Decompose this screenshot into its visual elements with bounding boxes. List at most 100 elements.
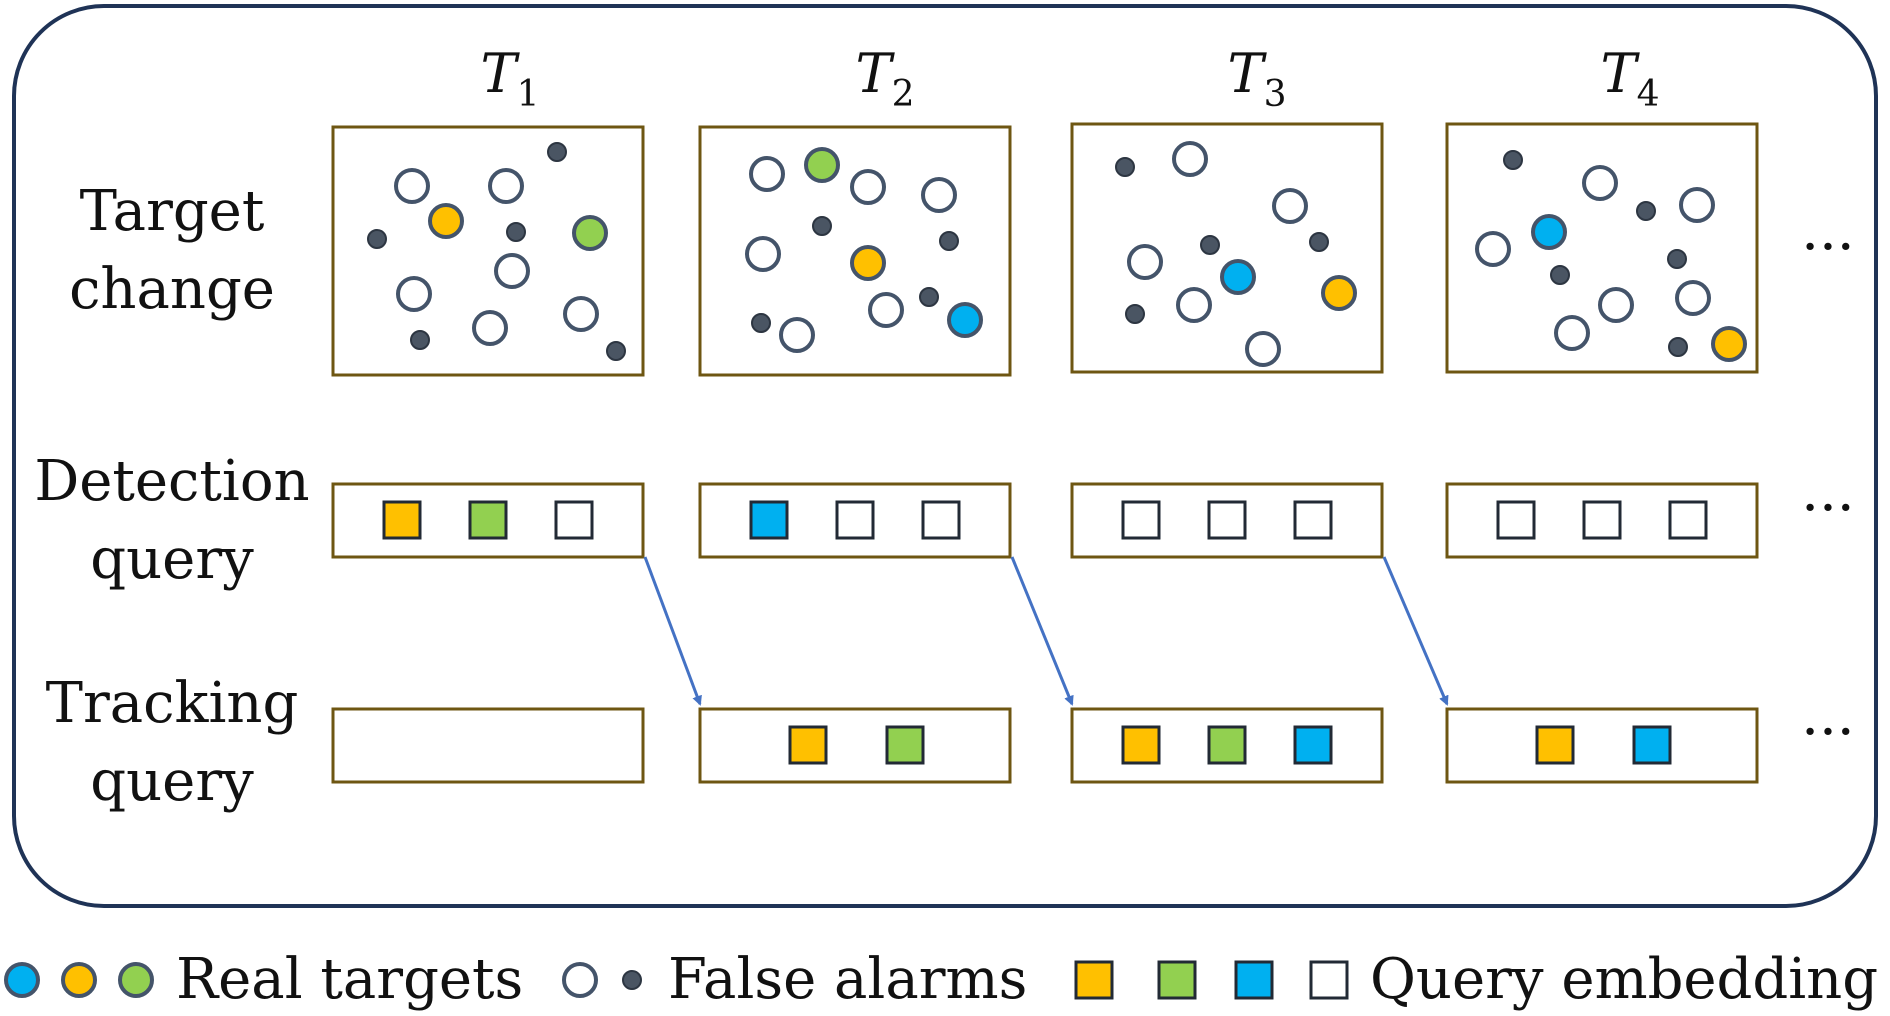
false-alarm-dot [1550, 265, 1570, 285]
false-alarm-ring [1245, 331, 1281, 367]
query-embedding-green [468, 500, 508, 540]
false-alarm-ring [396, 276, 432, 312]
time-step-label-2: T2 [856, 42, 915, 115]
false-alarm-ring [779, 317, 815, 353]
detection-query-squares [382, 500, 1708, 540]
row-label-tracking-query-line1: Tracking [46, 671, 299, 736]
real-target-orange [1711, 326, 1747, 362]
false-alarm-ring [868, 292, 904, 328]
target-panel-frame [331, 125, 645, 377]
false-alarm-dot [1309, 232, 1329, 252]
ellipsis-target-row: ··· [1801, 215, 1854, 280]
query-embedding-empty [1293, 500, 1333, 540]
false-alarm-ring [921, 177, 957, 213]
row-label-detection-query-line2: query [90, 527, 254, 592]
legend-false-alarms-label: False alarms [668, 947, 1027, 1012]
target-panel-2 [698, 125, 1012, 377]
target-panel-1 [331, 125, 645, 377]
legend-real-targets-label: Real targets [176, 947, 523, 1012]
legend-query-empty [1309, 960, 1349, 1000]
false-alarm-dot [367, 229, 387, 249]
false-alarm-dot [939, 231, 959, 251]
false-alarm-ring [749, 156, 785, 192]
ellipsis-detection-row: ··· [1801, 476, 1854, 541]
real-target-green [572, 215, 608, 251]
propagation-arrows [643, 556, 1449, 706]
real-target-orange [428, 203, 464, 239]
target-panel-frame [698, 125, 1012, 377]
real-target-blue [1220, 259, 1256, 295]
legend-query-blue [1234, 960, 1274, 1000]
query-embedding-empty [1207, 500, 1247, 540]
row-label-target-change-line2: change [69, 257, 275, 322]
real-target-orange [1321, 275, 1357, 311]
query-embedding-empty [1668, 500, 1708, 540]
legend-real-target-orange [61, 962, 97, 998]
row-labels: Target change Detection query Tracking q… [34, 179, 309, 814]
query-embedding-orange [382, 500, 422, 540]
false-alarm-ring [1475, 231, 1511, 267]
false-alarm-ring [472, 310, 508, 346]
false-alarm-ring [488, 168, 524, 204]
false-alarm-dot [547, 142, 567, 162]
query-embedding-orange [1535, 725, 1575, 765]
false-alarm-dot [606, 341, 626, 361]
query-embedding-empty [1496, 500, 1536, 540]
false-alarm-ring [745, 236, 781, 272]
false-alarm-dot [812, 216, 832, 236]
false-alarm-dot [410, 330, 430, 350]
query-embedding-green [1207, 725, 1247, 765]
tracking-query-strips [331, 707, 1759, 784]
false-alarm-ring [1598, 287, 1634, 323]
tracking-query-squares [788, 725, 1672, 765]
row-label-detection-query-line1: Detection [34, 449, 309, 514]
detection-strip-4 [1445, 482, 1759, 559]
propagation-arrow-3 [1382, 556, 1449, 706]
false-alarm-ring [1272, 188, 1308, 224]
ellipsis-tracking-row: ··· [1801, 700, 1854, 765]
row-label-target-change-line1: Target [80, 179, 265, 244]
detection-strip-1 [331, 482, 645, 559]
time-step-label-1: T1 [481, 42, 540, 115]
false-alarm-ring [1582, 165, 1618, 201]
target-change-panels [331, 122, 1759, 377]
detection-strip-2 [698, 482, 1012, 559]
legend-query-orange [1074, 960, 1114, 1000]
false-alarm-ring [1127, 244, 1163, 280]
real-target-blue [1531, 214, 1567, 250]
query-embedding-empty [554, 500, 594, 540]
false-alarm-dot [1668, 337, 1688, 357]
target-panel-frame [1445, 122, 1759, 374]
query-embedding-orange [788, 725, 828, 765]
query-embedding-blue [749, 500, 789, 540]
false-alarm-dot [1115, 157, 1135, 177]
real-target-green [804, 147, 840, 183]
target-panel-4 [1445, 122, 1759, 374]
false-alarm-ring [494, 253, 530, 289]
time-step-headers: T1 T2 T3 T4 [481, 42, 1660, 115]
false-alarm-dot [506, 222, 526, 242]
false-alarm-dot [1503, 150, 1523, 170]
false-alarm-ring [394, 168, 430, 204]
time-step-label-3: T3 [1228, 42, 1287, 115]
legend-false-alarm-ring [562, 962, 598, 998]
tracking-strip-1 [331, 707, 645, 784]
target-panel-3 [1070, 122, 1384, 374]
real-target-blue [947, 302, 983, 338]
row-label-tracking-query-line2: query [90, 749, 254, 814]
real-target-orange [850, 245, 886, 281]
legend-false-alarm-dot [622, 970, 642, 990]
query-embedding-orange [1121, 725, 1161, 765]
false-alarm-dot [1667, 249, 1687, 269]
detection-query-strips [331, 482, 1759, 559]
propagation-arrow-2 [1010, 556, 1074, 706]
query-embedding-empty [835, 500, 875, 540]
false-alarm-dot [1125, 304, 1145, 324]
false-alarm-dot [1636, 201, 1656, 221]
legend-real-target-green [118, 962, 154, 998]
false-alarm-dot [919, 287, 939, 307]
query-embedding-empty [1582, 500, 1622, 540]
target-panel-frame [1070, 122, 1384, 374]
false-alarm-ring [563, 296, 599, 332]
